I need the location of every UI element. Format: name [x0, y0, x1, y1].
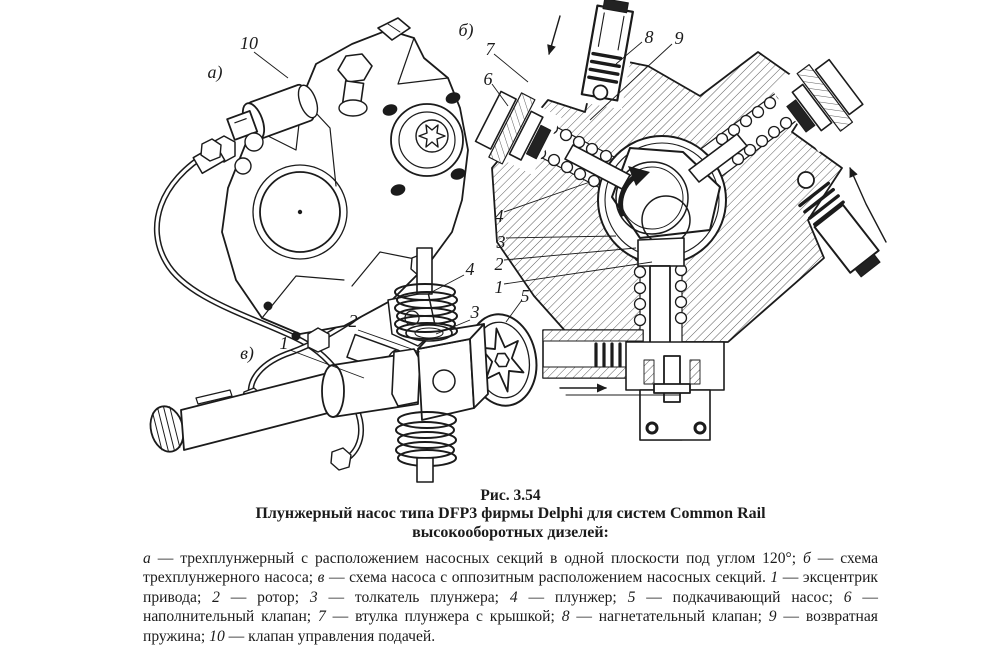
part-label-b7: 7 [486, 39, 496, 59]
figure-title-line1: Плунжерный насос типа DFP3 фирмы Delphi … [255, 505, 766, 522]
figure-title-line2: высокооборотных дизелей: [412, 523, 609, 541]
part-label-10: 10 [240, 33, 258, 53]
caption-segment: в [317, 569, 325, 587]
caption-segment: 3 [309, 588, 318, 606]
part-label-b2: 2 [495, 254, 504, 274]
caption-segment: 9 [768, 608, 777, 626]
part-label-v2: 2 [349, 311, 358, 331]
caption-segment: 2 [212, 588, 220, 606]
caption-segment: 8 [561, 608, 570, 626]
part-label-v4: 4 [466, 259, 475, 279]
caption-segment: — ротор; [219, 588, 310, 606]
part-label-5: 5 [521, 286, 530, 306]
panel-v-opposed-scheme [149, 247, 538, 483]
panel-v-label: в) [240, 343, 254, 364]
leader-lines [253, 41, 673, 379]
caption-segment: — подкачивающий насос; [635, 588, 844, 606]
panel-b-label: б) [458, 20, 473, 41]
figure-caption: Рис. 3.54 Плунжерный насос типа DFP3 фир… [143, 487, 878, 646]
caption-segment: — возвратная пружина; [143, 608, 878, 645]
part-label-v3: 3 [470, 302, 480, 322]
caption-segment: — плунжер; [517, 588, 628, 606]
caption-segment: — толкатель плунжера; [317, 588, 510, 606]
part-label-b4: 4 [495, 206, 504, 226]
caption-segment: 10 [209, 627, 225, 645]
part-label-b3: 3 [496, 232, 506, 252]
caption-segment: 4 [509, 588, 518, 606]
caption-segment: 7 [317, 608, 326, 626]
figure-labels: а) б) в) 10 7 6 8 9 4 3 2 1 5 4 3 2 1 [208, 20, 684, 364]
caption-segment: — трехплунжерный с расположением насосны… [150, 550, 804, 567]
caption-segment: — клапан управления подачей. [224, 627, 436, 645]
caption-segment: — эксцентрик привода; [143, 569, 879, 606]
caption-segment: — схема трехплунжерного насоса; [143, 550, 878, 587]
part-label-b1: 1 [495, 277, 504, 297]
figure-description: а — трехплунжерный с расположением насос… [143, 549, 878, 646]
caption-segment: 1 [770, 569, 779, 587]
part-label-v1: 1 [280, 333, 289, 353]
caption-segment: — наполнительный клапан; [143, 588, 878, 626]
caption-segment: — втулка плунжера с крышкой; [325, 608, 562, 626]
caption-segment: а [143, 550, 151, 567]
panel-b-cross-section [470, 0, 887, 441]
caption-segment: — схема насоса с оппозитным расположение… [324, 569, 771, 587]
caption-segment: — нагнетательный клапан; [569, 608, 769, 626]
figure-drawing: а) б) в) 10 7 6 8 9 4 3 2 1 5 4 3 2 1 [149, 0, 887, 483]
caption-segment: б [803, 550, 811, 567]
part-label-b9: 9 [675, 28, 684, 48]
part-label-b6: 6 [484, 69, 493, 89]
caption-segment: 5 [627, 588, 636, 606]
caption-segment: 6 [843, 588, 852, 606]
figure-number: Рис. 3.54 [480, 487, 541, 504]
panel-a-label: а) [208, 62, 223, 83]
panel-a-pump-3d-drawing [153, 17, 469, 471]
part-label-b8: 8 [645, 27, 654, 47]
